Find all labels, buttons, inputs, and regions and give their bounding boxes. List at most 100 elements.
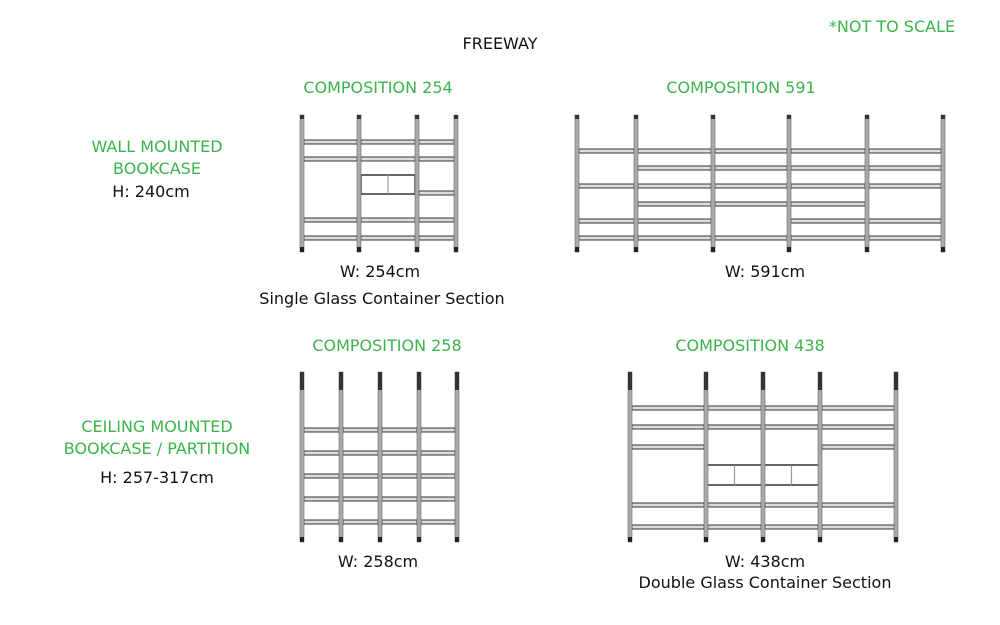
shelf bbox=[868, 165, 942, 171]
composition-title: COMPOSITION 258 bbox=[312, 336, 462, 355]
category-label-line1: WALL MOUNTED bbox=[91, 137, 223, 156]
shelf bbox=[821, 444, 895, 450]
post-top-cap bbox=[300, 115, 304, 119]
post-top-cap bbox=[894, 372, 898, 390]
category-label-line2: BOOKCASE bbox=[113, 159, 201, 178]
post bbox=[710, 114, 716, 253]
post-foot bbox=[634, 247, 638, 252]
shelf bbox=[303, 519, 340, 525]
shelf bbox=[342, 519, 379, 525]
post-foot bbox=[415, 247, 419, 252]
shelf bbox=[360, 217, 416, 223]
post-top-cap bbox=[865, 115, 869, 119]
shelf bbox=[790, 218, 866, 224]
post-top-cap bbox=[634, 115, 638, 119]
page-title: FREEWAY bbox=[462, 34, 538, 53]
shelf bbox=[637, 148, 712, 154]
shelf bbox=[714, 148, 788, 154]
shelf bbox=[631, 444, 705, 450]
post-top-cap bbox=[818, 372, 822, 390]
post bbox=[786, 114, 792, 253]
shelf bbox=[418, 190, 455, 196]
category-label-line2: BOOKCASE / PARTITION bbox=[63, 439, 251, 458]
post bbox=[299, 371, 305, 543]
shelf bbox=[868, 218, 942, 224]
post bbox=[864, 114, 870, 253]
post-top-cap bbox=[300, 372, 304, 390]
composition-title: COMPOSITION 591 bbox=[666, 78, 816, 97]
post-foot bbox=[417, 537, 421, 542]
shelf bbox=[868, 148, 942, 154]
shelf bbox=[420, 473, 456, 479]
post-foot bbox=[711, 247, 715, 252]
post-foot bbox=[454, 247, 458, 252]
post-foot bbox=[865, 247, 869, 252]
shelf bbox=[714, 165, 788, 171]
shelf bbox=[707, 502, 762, 508]
post bbox=[760, 371, 766, 543]
composition-width: W: 258cm bbox=[337, 552, 419, 571]
shelf bbox=[418, 217, 455, 223]
composition-width: W: 591cm bbox=[724, 262, 806, 281]
shelf bbox=[418, 235, 455, 241]
shelf bbox=[637, 165, 712, 171]
category-label-line1: CEILING MOUNTED bbox=[81, 417, 233, 436]
post-foot bbox=[704, 537, 708, 542]
shelf bbox=[790, 183, 866, 189]
post-top-cap bbox=[339, 372, 343, 390]
composition-width: W: 438cm bbox=[724, 552, 806, 571]
shelf bbox=[637, 235, 712, 241]
post-foot bbox=[894, 537, 898, 542]
shelf bbox=[303, 496, 340, 502]
shelf bbox=[420, 519, 456, 525]
shelf bbox=[821, 424, 895, 430]
shelf bbox=[418, 139, 455, 145]
post bbox=[416, 371, 422, 543]
shelf bbox=[764, 424, 819, 430]
post-top-cap bbox=[628, 372, 632, 390]
post bbox=[453, 114, 459, 253]
shelf bbox=[420, 427, 456, 433]
post bbox=[356, 114, 362, 253]
shelf bbox=[303, 217, 358, 223]
shelf bbox=[631, 502, 705, 508]
post bbox=[574, 114, 580, 253]
post-foot bbox=[300, 537, 304, 542]
shelf bbox=[418, 156, 455, 162]
shelf bbox=[790, 235, 866, 241]
post-foot bbox=[575, 247, 579, 252]
shelf bbox=[360, 156, 416, 162]
shelf bbox=[868, 183, 942, 189]
shelf bbox=[381, 519, 418, 525]
shelf bbox=[707, 405, 762, 411]
post-foot bbox=[787, 247, 791, 252]
post bbox=[893, 371, 899, 543]
shelf bbox=[303, 450, 340, 456]
post bbox=[299, 114, 305, 253]
post-top-cap bbox=[417, 372, 421, 390]
shelf bbox=[821, 405, 895, 411]
shelf bbox=[342, 473, 379, 479]
shelf bbox=[342, 496, 379, 502]
post-foot bbox=[941, 247, 945, 252]
post bbox=[817, 371, 823, 543]
post-foot bbox=[455, 537, 459, 542]
shelf bbox=[381, 427, 418, 433]
post-top-cap bbox=[787, 115, 791, 119]
height-label: H: 257-317cm bbox=[100, 468, 214, 487]
shelf bbox=[790, 165, 866, 171]
post bbox=[338, 371, 344, 543]
shelf bbox=[420, 496, 456, 502]
post-top-cap bbox=[575, 115, 579, 119]
post-top-cap bbox=[357, 115, 361, 119]
post bbox=[454, 371, 460, 543]
post bbox=[377, 371, 383, 543]
shelf bbox=[303, 139, 358, 145]
composition-caption: Double Glass Container Section bbox=[638, 573, 892, 592]
shelf bbox=[790, 148, 866, 154]
post-top-cap bbox=[415, 115, 419, 119]
post-foot bbox=[818, 537, 822, 542]
shelf bbox=[637, 218, 712, 224]
shelf bbox=[714, 183, 788, 189]
